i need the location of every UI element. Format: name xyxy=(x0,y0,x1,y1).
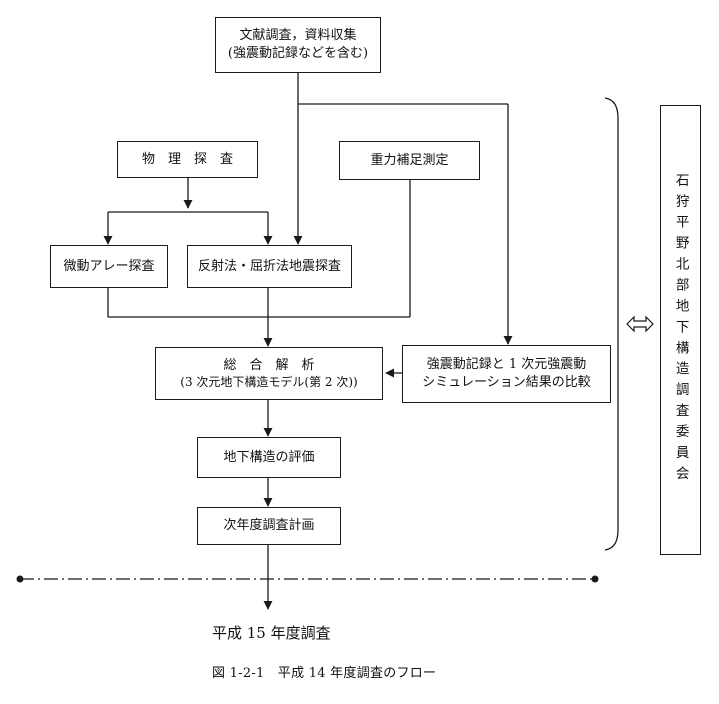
hansha-box: 反射法・屈折法地震探査 xyxy=(187,245,352,288)
sougou-line2: (3 次元地下構造モデル(第 2 次)) xyxy=(180,375,358,390)
jinendo-box: 次年度調査計画 xyxy=(197,507,341,545)
bidou-box: 微動アレー探査 xyxy=(50,245,168,288)
hyouka-label: 地下構造の評価 xyxy=(223,449,315,465)
kyoshin-line2: シミュレーション結果の比較 xyxy=(422,375,591,390)
next-year-label: 平成 15 年度調査 xyxy=(212,624,331,642)
hyouka-box: 地下構造の評価 xyxy=(197,437,341,478)
committee-label: 石狩平野北部地下構造調査委員会 xyxy=(672,173,689,487)
hansha-label: 反射法・屈折法地震探査 xyxy=(197,258,341,274)
butsuri-label: 物 理 探 査 xyxy=(141,151,233,167)
bunken-line1: 文献調査，資料収集 xyxy=(239,28,357,44)
bidou-label: 微動アレー探査 xyxy=(63,258,155,274)
divider-right-dot xyxy=(591,575,599,583)
figure-caption: 図 1-2-1 平成 14 年度調査のフロー xyxy=(212,666,437,681)
double-arrow-icon xyxy=(626,315,654,333)
sougou-box: 総 合 解 析 (3 次元地下構造モデル(第 2 次)) xyxy=(155,347,383,400)
committee-box: 石狩平野北部地下構造調査委員会 xyxy=(660,105,701,555)
kyoshin-box: 強震動記録と 1 次元強震動 シミュレーション結果の比較 xyxy=(402,345,611,403)
jinendo-label: 次年度調査計画 xyxy=(223,518,315,534)
bunken-box: 文献調査，資料収集 (強震動記録などを含む) xyxy=(215,17,381,73)
bunken-line2: (強震動記録などを含む) xyxy=(227,46,369,61)
juryoku-box: 重力補足測定 xyxy=(339,141,480,180)
juryoku-label: 重力補足測定 xyxy=(370,152,449,168)
kyoshin-line1: 強震動記録と 1 次元強震動 xyxy=(426,357,587,373)
sougou-line1: 総 合 解 析 xyxy=(223,357,315,373)
butsuri-box: 物 理 探 査 xyxy=(117,141,258,178)
divider-left-dot xyxy=(16,575,24,583)
bracket-brace xyxy=(604,97,619,551)
